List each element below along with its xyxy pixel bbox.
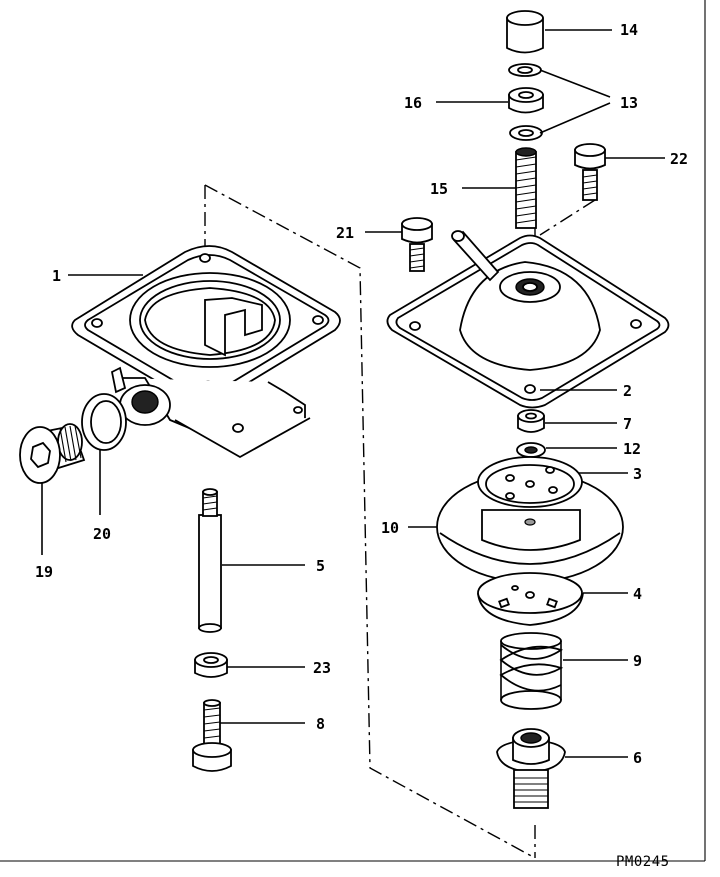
callout-19: 19 [35, 563, 53, 581]
part-gasket [81, 393, 127, 451]
part-bolt-21 [401, 217, 433, 272]
callout-14: 14 [620, 21, 638, 39]
part-washer-upper [508, 63, 542, 77]
part-adjusting-screw [515, 147, 537, 229]
callout-23: 23 [313, 659, 331, 677]
callout-1: 1 [52, 267, 61, 285]
part-nut-7 [517, 409, 545, 433]
part-bolt-8 [192, 699, 232, 772]
leader-lines [41, 29, 665, 758]
callout-15: 15 [430, 180, 448, 198]
part-pin [198, 488, 222, 633]
callout-9: 9 [633, 652, 642, 670]
frame-lines [0, 0, 706, 862]
part-valve-body [71, 245, 341, 459]
callout-20: 20 [93, 525, 111, 543]
part-nut-16 [508, 87, 544, 114]
part-washer-lower [509, 125, 543, 141]
callout-16: 16 [404, 94, 422, 112]
part-spring [499, 632, 564, 710]
callout-21: 21 [336, 224, 354, 242]
part-diaphragm [436, 456, 624, 583]
callout-5: 5 [316, 557, 325, 575]
callout-labels: 14 13 16 22 15 21 1 2 7 12 3 10 20 19 5 … [35, 21, 688, 767]
callout-13: 13 [620, 94, 638, 112]
part-bolt-22 [574, 143, 606, 201]
part-cap [506, 10, 544, 54]
part-washer-12 [516, 442, 546, 458]
part-plug [19, 423, 86, 484]
callout-10: 10 [381, 519, 399, 537]
callout-8: 8 [316, 715, 325, 733]
part-plate [477, 572, 584, 626]
callout-6: 6 [633, 749, 642, 767]
callout-22: 22 [670, 150, 688, 168]
callout-4: 4 [633, 585, 642, 603]
part-nut-23 [194, 652, 228, 678]
part-cover [386, 230, 670, 409]
drawing-code: PM0245 [616, 854, 670, 870]
callout-3: 3 [633, 465, 642, 483]
callout-2: 2 [623, 382, 632, 400]
callout-7: 7 [623, 415, 632, 433]
part-adjuster [496, 728, 566, 809]
callout-12: 12 [623, 440, 641, 458]
